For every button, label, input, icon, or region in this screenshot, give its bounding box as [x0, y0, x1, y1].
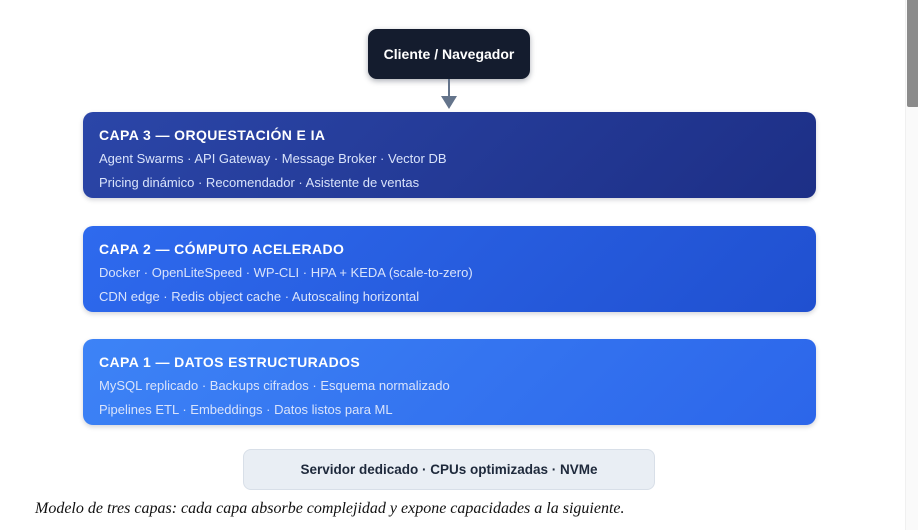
figure-caption: Modelo de tres capas: cada capa absorbe … [35, 500, 625, 517]
layer-title: CAPA 2 — CÓMPUTO ACELERADO [99, 241, 345, 257]
down-arrow-line [448, 79, 450, 98]
server-base-label: Servidor dedicado · CPUs optimizadas · N… [300, 462, 598, 477]
layer-detail-line: Docker · OpenLiteSpeed · WP-CLI · HPA + … [99, 265, 473, 280]
layer-detail-line: Pipelines ETL · Embeddings · Datos listo… [99, 402, 393, 417]
layer-card-capa-2: CAPA 2 — CÓMPUTO ACELERADO Docker · Open… [83, 226, 816, 312]
layer-detail-line: Pricing dinámico · Recomendador · Asiste… [99, 175, 420, 190]
client-browser-label: Cliente / Navegador [383, 46, 515, 62]
layer-detail-line: CDN edge · Redis object cache · Autoscal… [99, 289, 420, 304]
server-base-box: Servidor dedicado · CPUs optimizadas · N… [243, 449, 655, 490]
client-browser-box: Cliente / Navegador [368, 29, 530, 79]
layer-card-capa-1: CAPA 1 — DATOS ESTRUCTURADOS MySQL repli… [83, 339, 816, 425]
down-arrow-icon [441, 96, 457, 109]
layer-detail-line: MySQL replicado · Backups cifrados · Esq… [99, 378, 450, 393]
layer-title: CAPA 3 — ORQUESTACIÓN E IA [99, 127, 326, 143]
vertical-scrollbar[interactable] [905, 0, 918, 530]
layer-title: CAPA 1 — DATOS ESTRUCTURADOS [99, 354, 361, 370]
scrollbar-thumb[interactable] [907, 0, 918, 107]
layer-card-capa-3: CAPA 3 — ORQUESTACIÓN E IA Agent Swarms … [83, 112, 816, 198]
layer-detail-line: Agent Swarms · API Gateway · Message Bro… [99, 151, 447, 166]
